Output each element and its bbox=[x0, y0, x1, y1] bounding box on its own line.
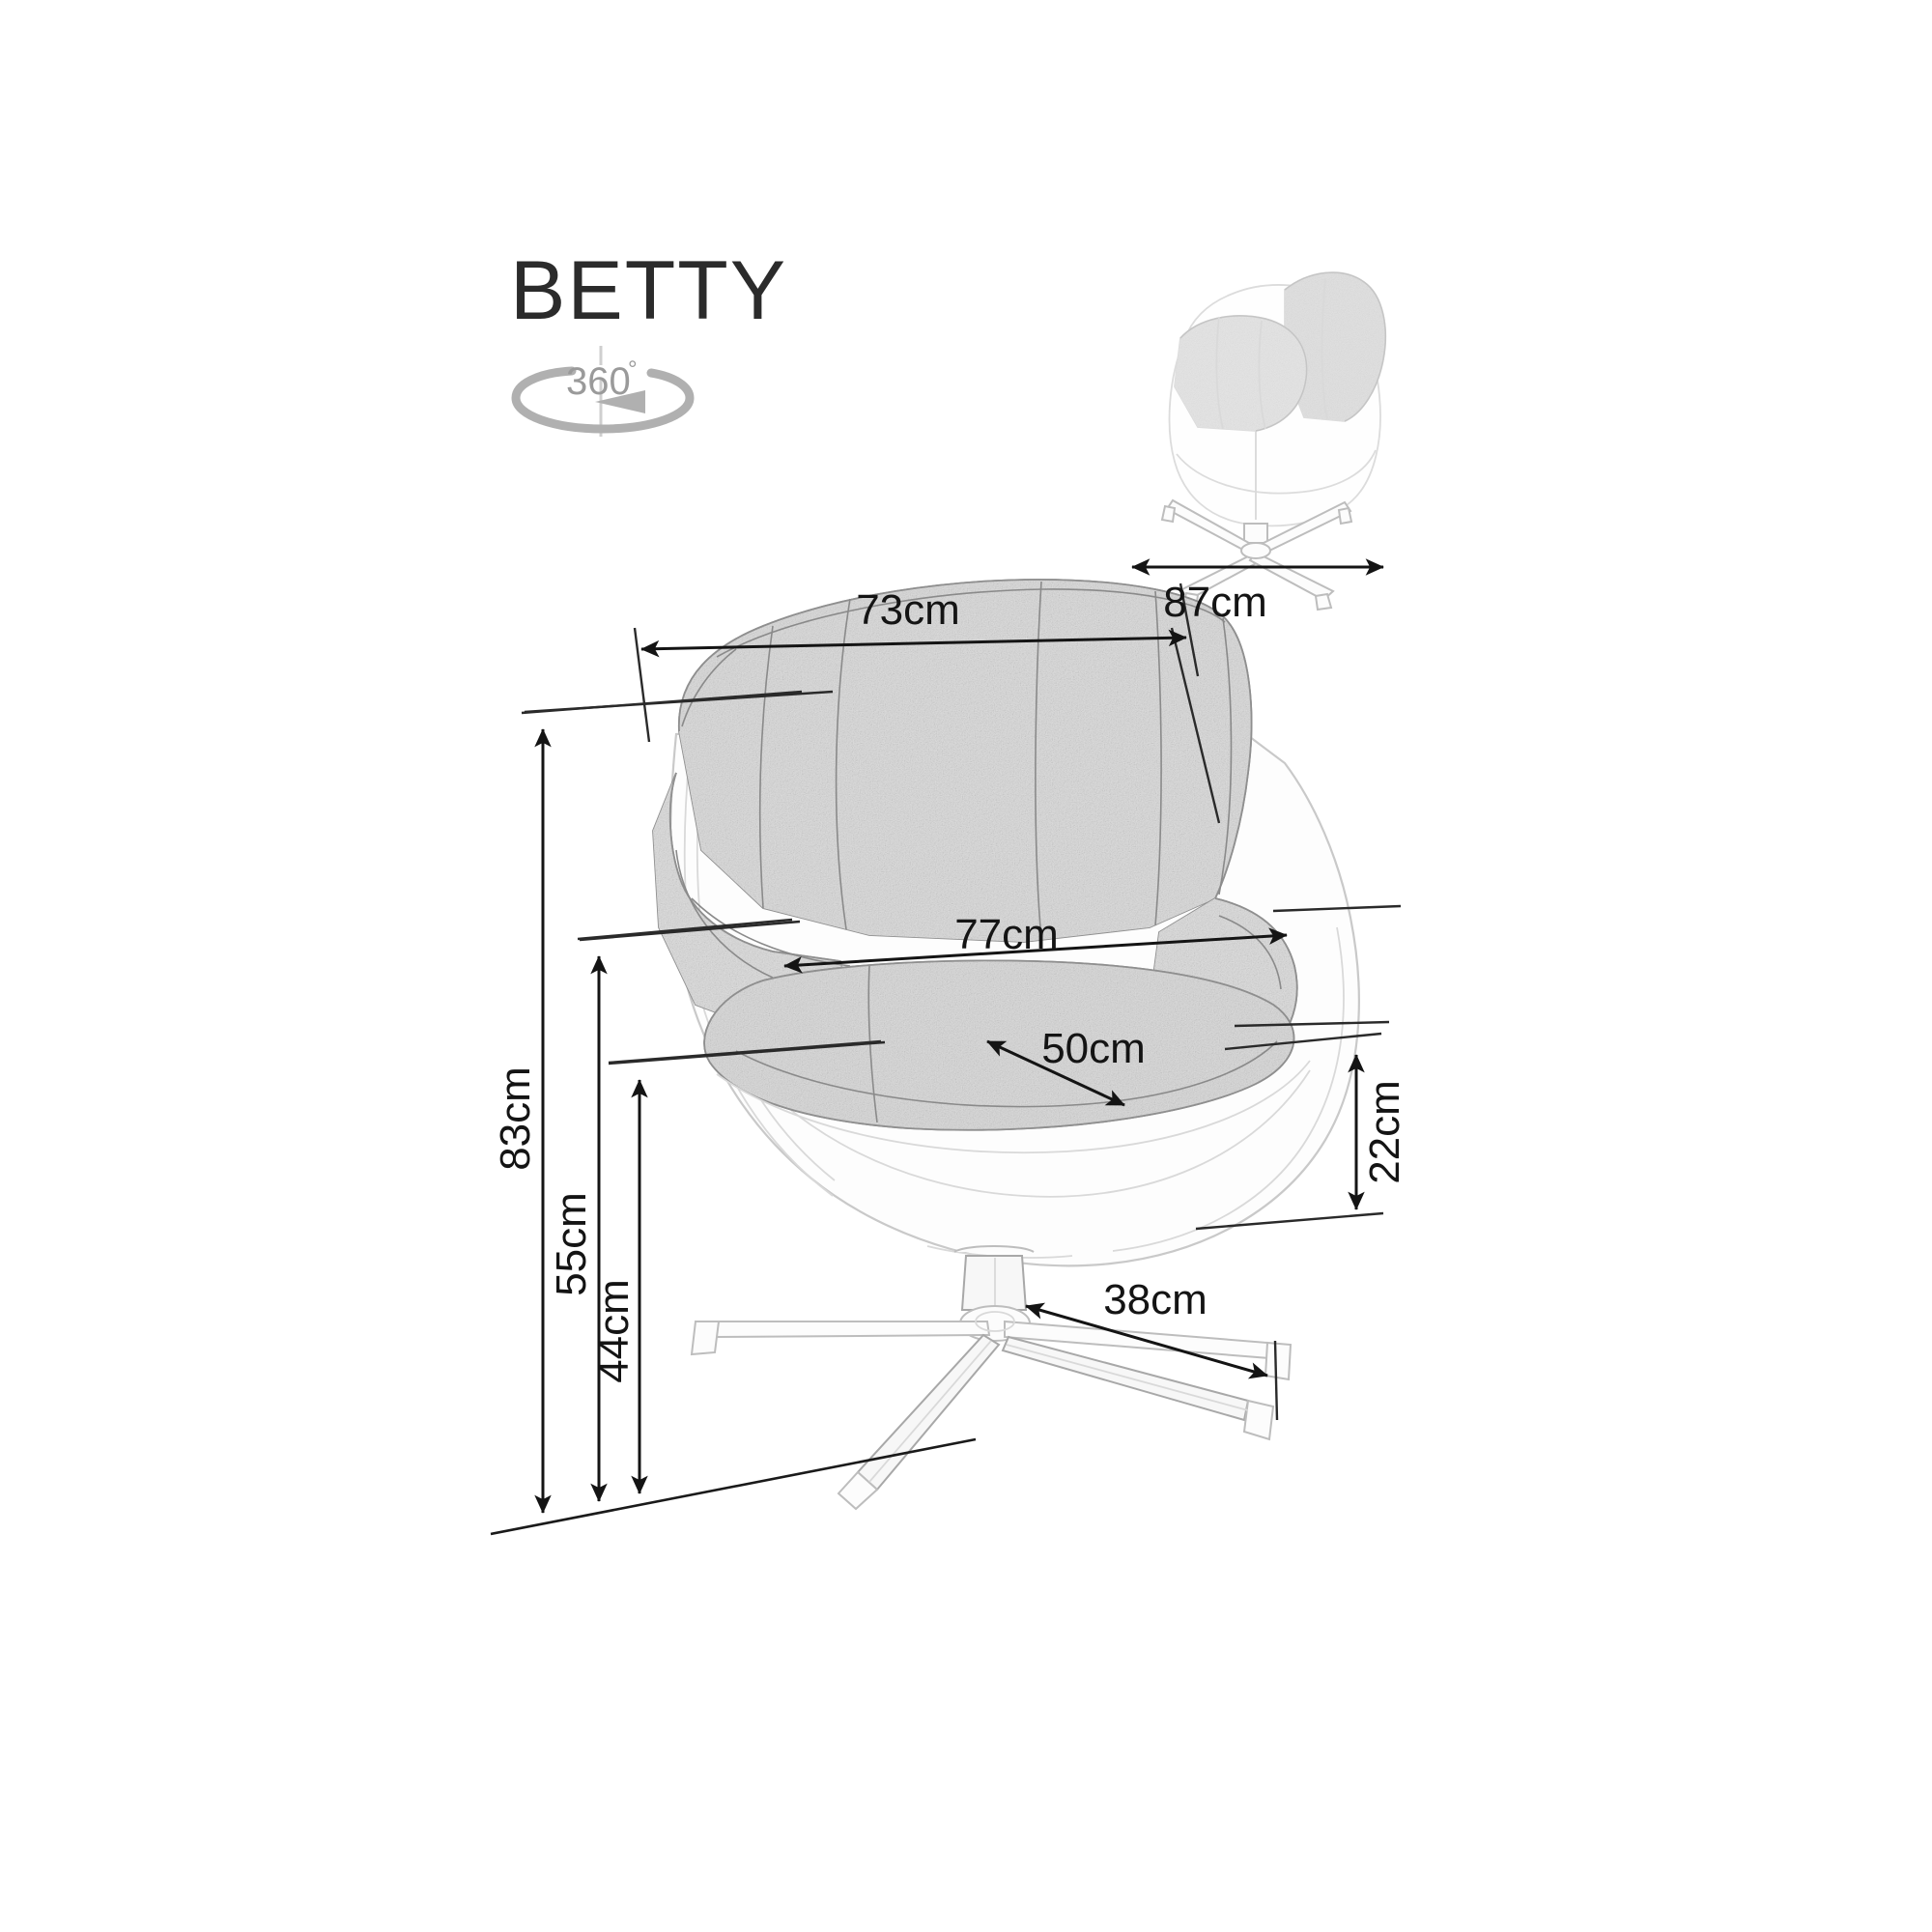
dimension-label-seat-depth: 50cm bbox=[1041, 1025, 1146, 1072]
dimension-label-cushion-thickness: 22cm bbox=[1361, 1080, 1408, 1184]
dimension-height-seat bbox=[608, 1040, 886, 1494]
dimension-cushion-thickness bbox=[1195, 1032, 1384, 1231]
dimension-height-armrest bbox=[579, 920, 801, 1502]
dimension-base-radius bbox=[1025, 1302, 1279, 1421]
dimension-label-height-armrest: 55cm bbox=[548, 1192, 595, 1296]
ground-line bbox=[490, 1437, 977, 1536]
rotate-360-label: 360 bbox=[566, 360, 631, 403]
dimension-label-width-total: 73cm bbox=[856, 586, 960, 634]
dimension-label-height-seat: 44cm bbox=[590, 1279, 638, 1383]
dimension-height-total bbox=[524, 690, 834, 1514]
rotate-360-icon bbox=[511, 346, 695, 437]
dimension-label-height-total: 83cm bbox=[492, 1066, 539, 1171]
dimension-label-depth-total: 87cm bbox=[1163, 579, 1267, 626]
rotate-360-degree-symbol: ° bbox=[628, 356, 638, 383]
dimension-label-base-radius: 38cm bbox=[1103, 1276, 1208, 1323]
page-title: BETTY bbox=[510, 244, 787, 337]
dimension-label-width-inner: 77cm bbox=[954, 911, 1059, 958]
dimension-width-inner bbox=[577, 904, 1402, 974]
